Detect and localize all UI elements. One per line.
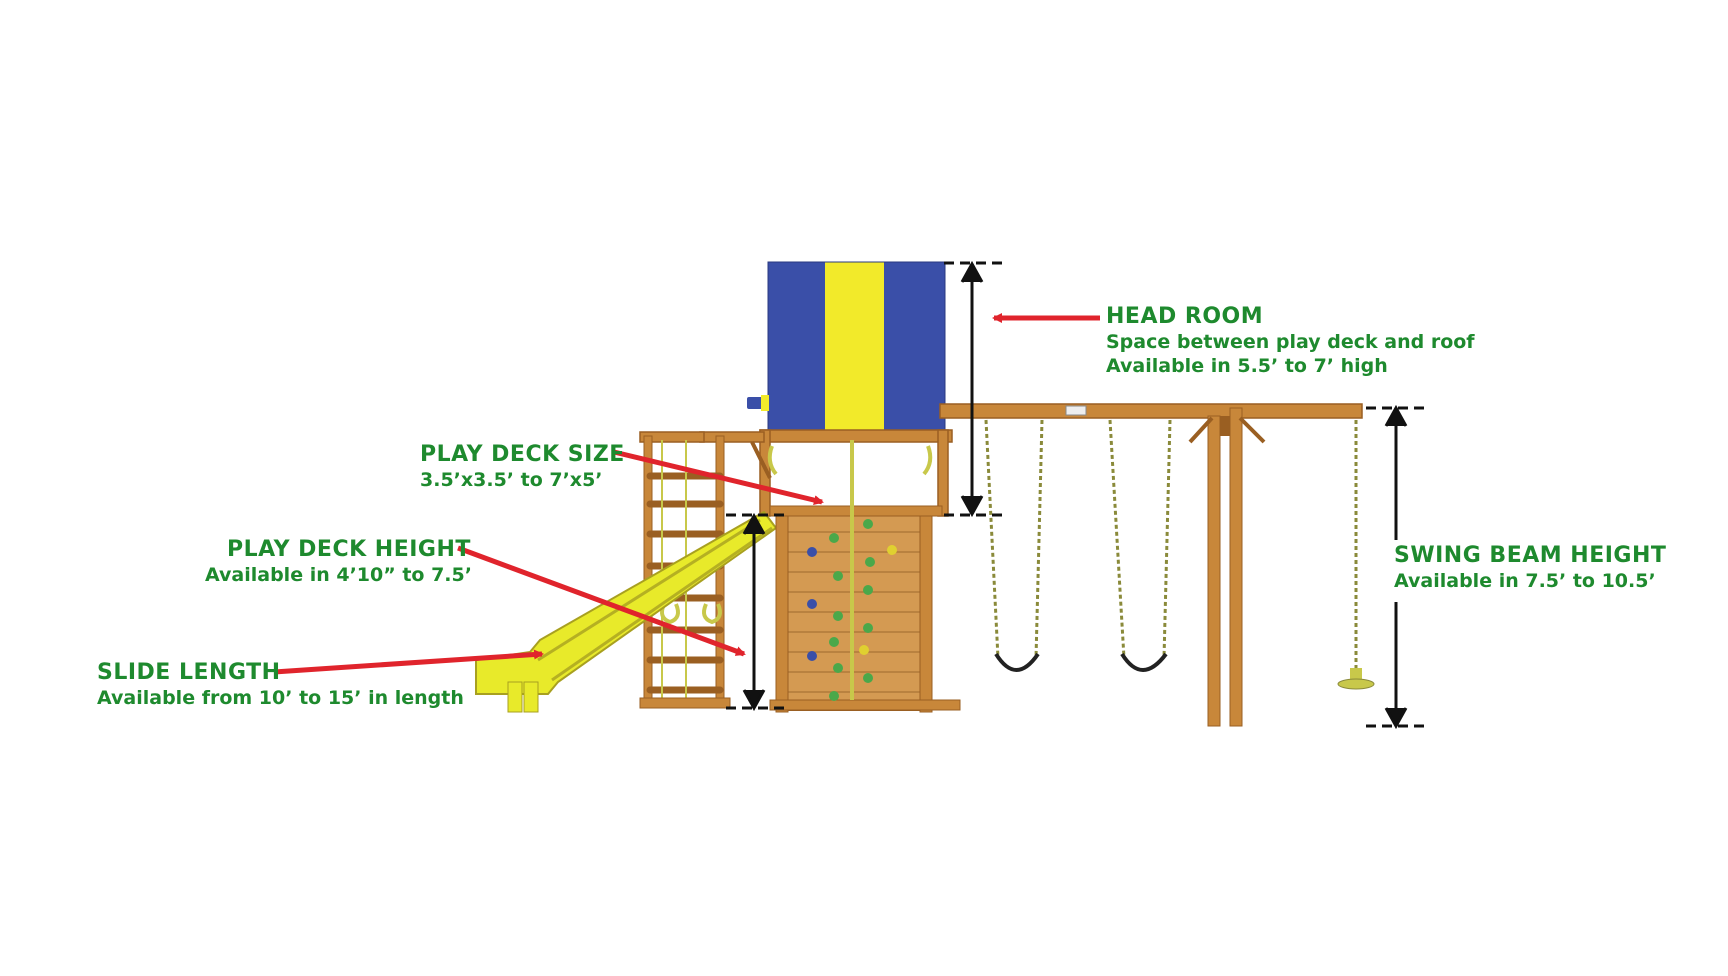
deck-height-dimension xyxy=(726,512,784,712)
slide xyxy=(475,510,778,713)
tower-frame xyxy=(639,429,953,517)
play-deck-size-arrow xyxy=(613,449,824,505)
head-room-label: HEAD ROOM Space between play deck and ro… xyxy=(1106,304,1475,378)
roof-canopy xyxy=(767,261,946,433)
belt-swing-2 xyxy=(1108,419,1172,659)
swing-beam xyxy=(939,403,1363,727)
head-room-line1: Space between play deck and roof xyxy=(1106,331,1475,353)
swing-beam-height-title: SWING BEAM HEIGHT xyxy=(1394,543,1667,568)
telescope-icon xyxy=(747,395,769,411)
play-deck-height-arrow xyxy=(457,545,746,657)
swing-beam-height-line1: Available in 7.5’ to 10.5’ xyxy=(1394,570,1656,592)
callout-arrows xyxy=(273,313,1100,675)
play-deck-height-label: PLAY DECK HEIGHT Available in 4’10” to 7… xyxy=(205,537,472,587)
head-room-dimension xyxy=(944,260,1002,518)
ladder xyxy=(639,435,731,709)
play-deck-height-title: PLAY DECK HEIGHT xyxy=(227,537,471,562)
play-deck-size-label: PLAY DECK SIZE 3.5’x3.5’ to 7’x5’ xyxy=(420,442,625,492)
swing-beam-height-label: SWING BEAM HEIGHT Available in 7.5’ to 1… xyxy=(1390,541,1671,595)
play-deck-height-line1: Available in 4’10” to 7.5’ xyxy=(205,564,472,586)
slide-length-title: SLIDE LENGTH xyxy=(97,660,281,685)
play-deck-size-title: PLAY DECK SIZE xyxy=(420,442,625,467)
head-room-line2: Available in 5.5’ to 7’ high xyxy=(1106,355,1388,377)
slide-length-arrow xyxy=(273,649,544,675)
rock-climbing-wall xyxy=(767,440,961,713)
swing-beam-height-dimension xyxy=(1366,404,1426,730)
head-room-title: HEAD ROOM xyxy=(1106,304,1264,329)
roof-brace xyxy=(750,441,772,479)
swing-seat-1 xyxy=(994,652,1040,672)
slide-length-line1: Available from 10’ to 15’ in length xyxy=(97,687,464,709)
swing-seat-2 xyxy=(1120,652,1168,672)
belt-swing-1 xyxy=(984,419,1044,659)
slide-length-label: SLIDE LENGTH Available from 10’ to 15’ i… xyxy=(97,660,464,710)
play-deck-size-line1: 3.5’x3.5’ to 7’x5’ xyxy=(420,469,603,491)
disc-swing xyxy=(1337,420,1375,690)
